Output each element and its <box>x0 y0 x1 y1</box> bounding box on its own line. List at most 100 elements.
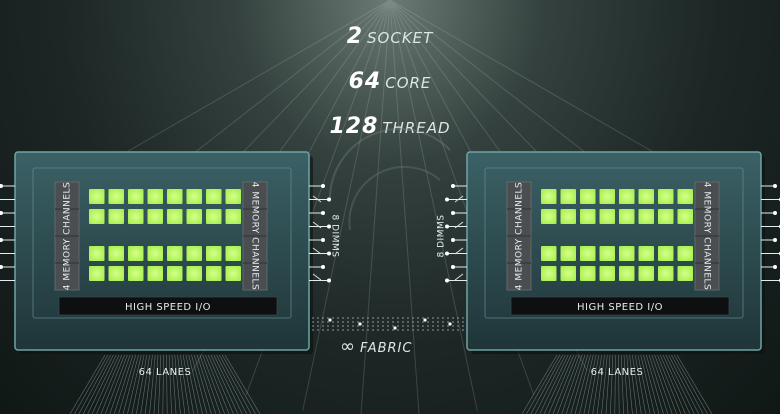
cpu-core <box>541 246 557 261</box>
dimm-line <box>312 195 322 203</box>
fabric-node <box>393 326 397 330</box>
cpu-core <box>206 246 222 261</box>
cpu-core <box>225 266 241 281</box>
lane-line <box>199 354 221 414</box>
lane-line <box>643 354 660 414</box>
memory-channels-label: 4 MEMORY CHANNELS <box>63 182 73 291</box>
cpu-core <box>599 189 615 204</box>
memory-connector <box>0 226 15 227</box>
cpu-core <box>599 209 615 224</box>
lane-line <box>587 354 600 414</box>
cpu-core <box>619 246 635 261</box>
high-speed-io-label: HIGH SPEED I/O <box>577 302 663 313</box>
lane-line <box>140 354 150 414</box>
fabric-node <box>448 322 452 326</box>
dimm-connectors <box>312 195 322 281</box>
memory-connector <box>451 265 467 269</box>
memory-connector <box>309 197 331 202</box>
cpu-core <box>541 209 557 224</box>
cpu-core <box>580 266 596 281</box>
lane-line <box>565 354 586 414</box>
lane-line <box>74 354 109 414</box>
lane-line <box>637 354 651 414</box>
dimms-label: 8 DIMMS <box>330 215 340 258</box>
high-speed-io-bar <box>510 296 730 316</box>
connector-dot <box>327 197 331 202</box>
socket-unit: SOCKET <box>367 29 434 47</box>
lane-line <box>610 354 614 414</box>
cpu-core <box>638 246 654 261</box>
cpu-core <box>206 266 222 281</box>
cpu-core <box>89 189 105 204</box>
cpu-core <box>108 209 124 224</box>
memory-connector <box>309 251 331 256</box>
lane-line <box>127 354 142 414</box>
cpu-core <box>560 209 576 224</box>
cpu-core <box>186 189 202 204</box>
light-ray <box>302 0 391 411</box>
cpu-core <box>147 266 163 281</box>
cpu-core <box>128 266 144 281</box>
cpu-core <box>206 189 222 204</box>
lane-line <box>526 354 561 414</box>
cpu-core <box>147 209 163 224</box>
lane-line <box>561 354 583 414</box>
lane-line <box>210 354 239 414</box>
lane-line <box>640 354 655 414</box>
lane-line <box>118 354 136 414</box>
memory-connector <box>309 211 325 215</box>
high-speed-io-bar <box>58 296 278 316</box>
connector-dot <box>451 211 455 215</box>
lane-line <box>87 354 117 414</box>
light-ray <box>360 0 391 414</box>
connector-dot <box>451 265 455 269</box>
cpu-core <box>677 189 693 204</box>
dimm-line <box>454 195 464 203</box>
memory-connector <box>0 184 15 188</box>
fabric-node <box>423 318 427 322</box>
light-ray <box>389 0 478 411</box>
lane-line <box>69 354 106 414</box>
lanes-label: 64 LANES <box>591 367 644 378</box>
cpu-core <box>108 246 124 261</box>
cpu-core <box>638 189 654 204</box>
connector-dot <box>773 184 777 188</box>
lane-line <box>620 354 624 414</box>
lane-line <box>592 354 602 414</box>
lane-line <box>158 354 162 414</box>
memory-connector <box>309 184 325 188</box>
lane-line <box>662 354 691 414</box>
dimm-line <box>312 221 322 229</box>
lane-line <box>654 354 677 414</box>
cpu-core <box>580 189 596 204</box>
lane-line <box>539 354 569 414</box>
lane-line <box>177 354 186 414</box>
memory-connector <box>451 184 467 188</box>
lane-line <box>109 354 131 414</box>
cpu-core <box>541 189 557 204</box>
cpu-core <box>638 209 654 224</box>
lane-line <box>648 354 669 414</box>
cpu-core <box>677 246 693 261</box>
memory-connector <box>445 197 467 202</box>
lane-line <box>651 354 673 414</box>
lane-line <box>131 354 145 414</box>
cpu-core <box>128 189 144 204</box>
dimms-label: 8 DIMMS <box>437 215 447 258</box>
lane-line <box>135 354 148 414</box>
cpu-core <box>658 189 674 204</box>
connector-dot <box>321 211 325 215</box>
connector-dot <box>445 224 449 229</box>
cpu-core <box>186 209 202 224</box>
connector-dot <box>445 251 449 256</box>
lane-line <box>583 354 597 414</box>
lane-line <box>657 354 682 414</box>
lane-line <box>182 354 195 414</box>
cpu-core <box>658 246 674 261</box>
cpu-core <box>560 266 576 281</box>
die-outline <box>484 167 744 319</box>
memory-channels-label: 4 MEMORY CHANNELS <box>702 182 712 291</box>
lane-line <box>144 354 153 414</box>
